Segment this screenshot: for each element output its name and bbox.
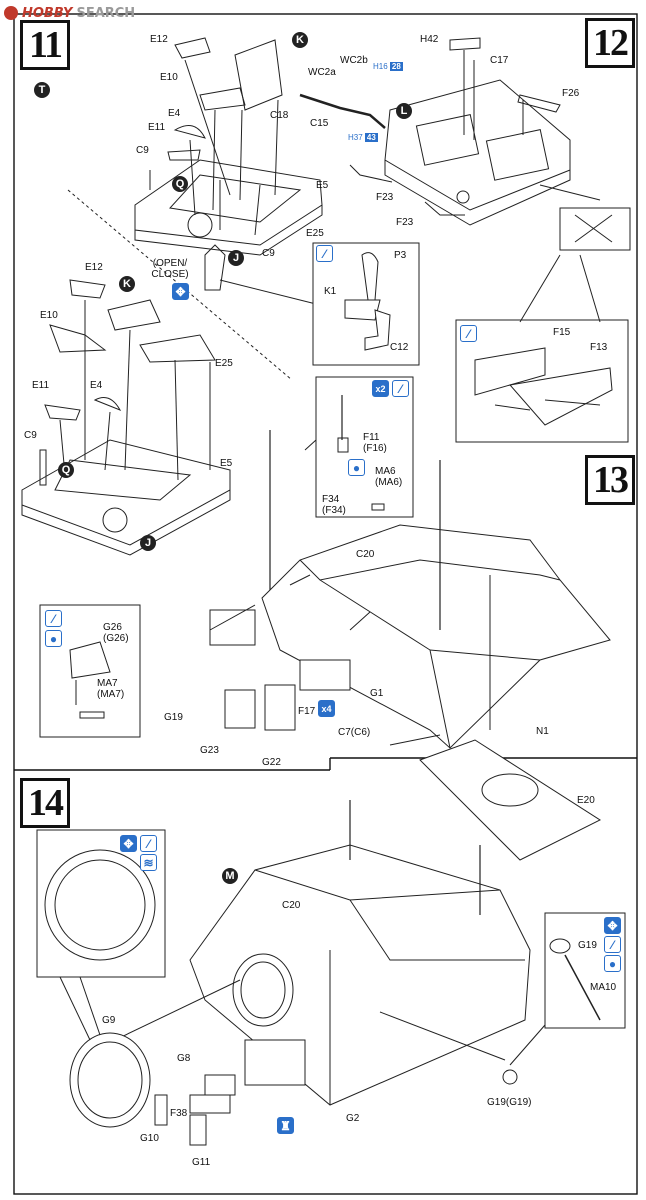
part-label: WC2b [340, 55, 368, 66]
part-label: G22 [262, 757, 281, 768]
movable-icon: ✥ [172, 283, 189, 300]
part-label: F34 (F34) [322, 494, 346, 516]
brand-logo-icon [4, 6, 18, 20]
multiplier-x2: x2 [375, 383, 386, 394]
watermark-suffix: SEARCH [76, 5, 136, 21]
part-label: E12 [85, 262, 103, 273]
part-label: G9 [102, 1015, 116, 1026]
part-label: G8 [177, 1053, 191, 1064]
tag-number: 37 [353, 133, 363, 142]
glue-icon: ⁄ [316, 245, 333, 262]
step-11-number: 11 [20, 20, 70, 70]
part-label: C9 [136, 145, 149, 156]
texture-icon: ≋ [140, 854, 157, 871]
part-label: E11 [148, 122, 166, 133]
part-label: F23 [376, 192, 394, 203]
part-label: C9 [24, 430, 37, 441]
glue-icon: ⁄ [460, 325, 477, 342]
multiplier-icon: x4 [318, 700, 335, 717]
watermark-brand: HOBBY [22, 5, 73, 21]
part-label: E11 [32, 380, 50, 391]
multiplier-x4: x4 [321, 703, 332, 714]
part-label: C7(C6) [338, 727, 371, 738]
glue-icon: ⁄ [45, 610, 62, 627]
part-label: C17 [490, 55, 509, 66]
paint-drop-icon: ● [45, 630, 62, 647]
movable-icon: ✥ [604, 917, 621, 934]
marker-q: Q [58, 462, 74, 478]
open-close-label: (OPEN/ CLOSE) [151, 258, 189, 280]
part-label: F26 [562, 88, 580, 99]
paint-drop-icon: ● [348, 459, 365, 476]
part-label: WC2a [308, 67, 336, 78]
tag-number-highlight: 43 [364, 133, 378, 142]
part-label: G26 (G26) [103, 622, 129, 644]
part-label: K1 [324, 286, 337, 297]
part-label: F38 [170, 1108, 188, 1119]
part-label: H42 [420, 34, 439, 45]
part-label: G1 [370, 688, 384, 699]
part-label: F13 [590, 342, 608, 353]
marker-q: Q [172, 176, 188, 192]
part-label: E5 [220, 458, 233, 469]
part-label: C12 [390, 342, 409, 353]
part-label: F15 [553, 327, 571, 338]
part-label: MA6 (MA6) [375, 466, 403, 488]
step-14-number: 14 [20, 778, 70, 828]
part-label: E5 [316, 180, 329, 191]
marker-t: T [34, 82, 50, 98]
part-label: E10 [40, 310, 58, 321]
tag-number-highlight: 28 [389, 62, 403, 71]
part-label: G19 [578, 940, 597, 951]
marker-j: J [140, 535, 156, 551]
tag-prefix: H [373, 62, 379, 71]
part-label: F11 (F16) [363, 432, 387, 454]
decal-icon: ♜ [277, 1117, 294, 1134]
marker-l: L [396, 103, 412, 119]
part-label: C20 [282, 900, 301, 911]
part-label: G19(G19) [487, 1097, 532, 1108]
part-label: E12 [150, 34, 168, 45]
paint-reference-tag: H37 43 [348, 133, 378, 142]
marker-m: M [222, 868, 238, 884]
part-label: C20 [356, 549, 375, 560]
part-label: G23 [200, 745, 219, 756]
glue-icon: ⁄ [140, 835, 157, 852]
paint-drop-icon: ● [604, 955, 621, 972]
part-label: E10 [160, 72, 178, 83]
movable-icon: ✥ [120, 835, 137, 852]
part-label: E20 [577, 795, 595, 806]
part-label: E4 [90, 380, 103, 391]
glue-icon: ⁄ [392, 380, 409, 397]
part-label: C15 [310, 118, 329, 129]
step-12-number: 12 [585, 18, 635, 68]
multiplier-icon: x2 [372, 380, 389, 397]
step-13-number: 13 [585, 455, 635, 505]
marker-j: J [228, 250, 244, 266]
paint-reference-tag: H16 28 [373, 62, 403, 71]
tag-prefix: H [348, 133, 354, 142]
part-label: C18 [270, 110, 289, 121]
part-label: C9 [262, 248, 275, 259]
glue-icon: ⁄ [604, 936, 621, 953]
part-label: G10 [140, 1133, 159, 1144]
marker-k: K [119, 276, 135, 292]
part-label: E4 [168, 108, 181, 119]
part-label: G11 [192, 1157, 211, 1168]
part-label: G2 [346, 1113, 360, 1124]
part-label: MA7 (MA7) [97, 678, 125, 700]
marker-k: K [292, 32, 308, 48]
tag-number: 16 [378, 62, 388, 71]
part-label: F23 [396, 217, 414, 228]
part-label: P3 [394, 250, 407, 261]
part-label: G19 [164, 712, 183, 723]
part-label: N1 [536, 726, 549, 737]
part-label: MA10 [590, 982, 617, 993]
part-label: F17 [298, 706, 316, 717]
part-label: E25 [306, 228, 324, 239]
part-label: E25 [215, 358, 233, 369]
watermark: HOBBY SEARCH [4, 4, 135, 22]
